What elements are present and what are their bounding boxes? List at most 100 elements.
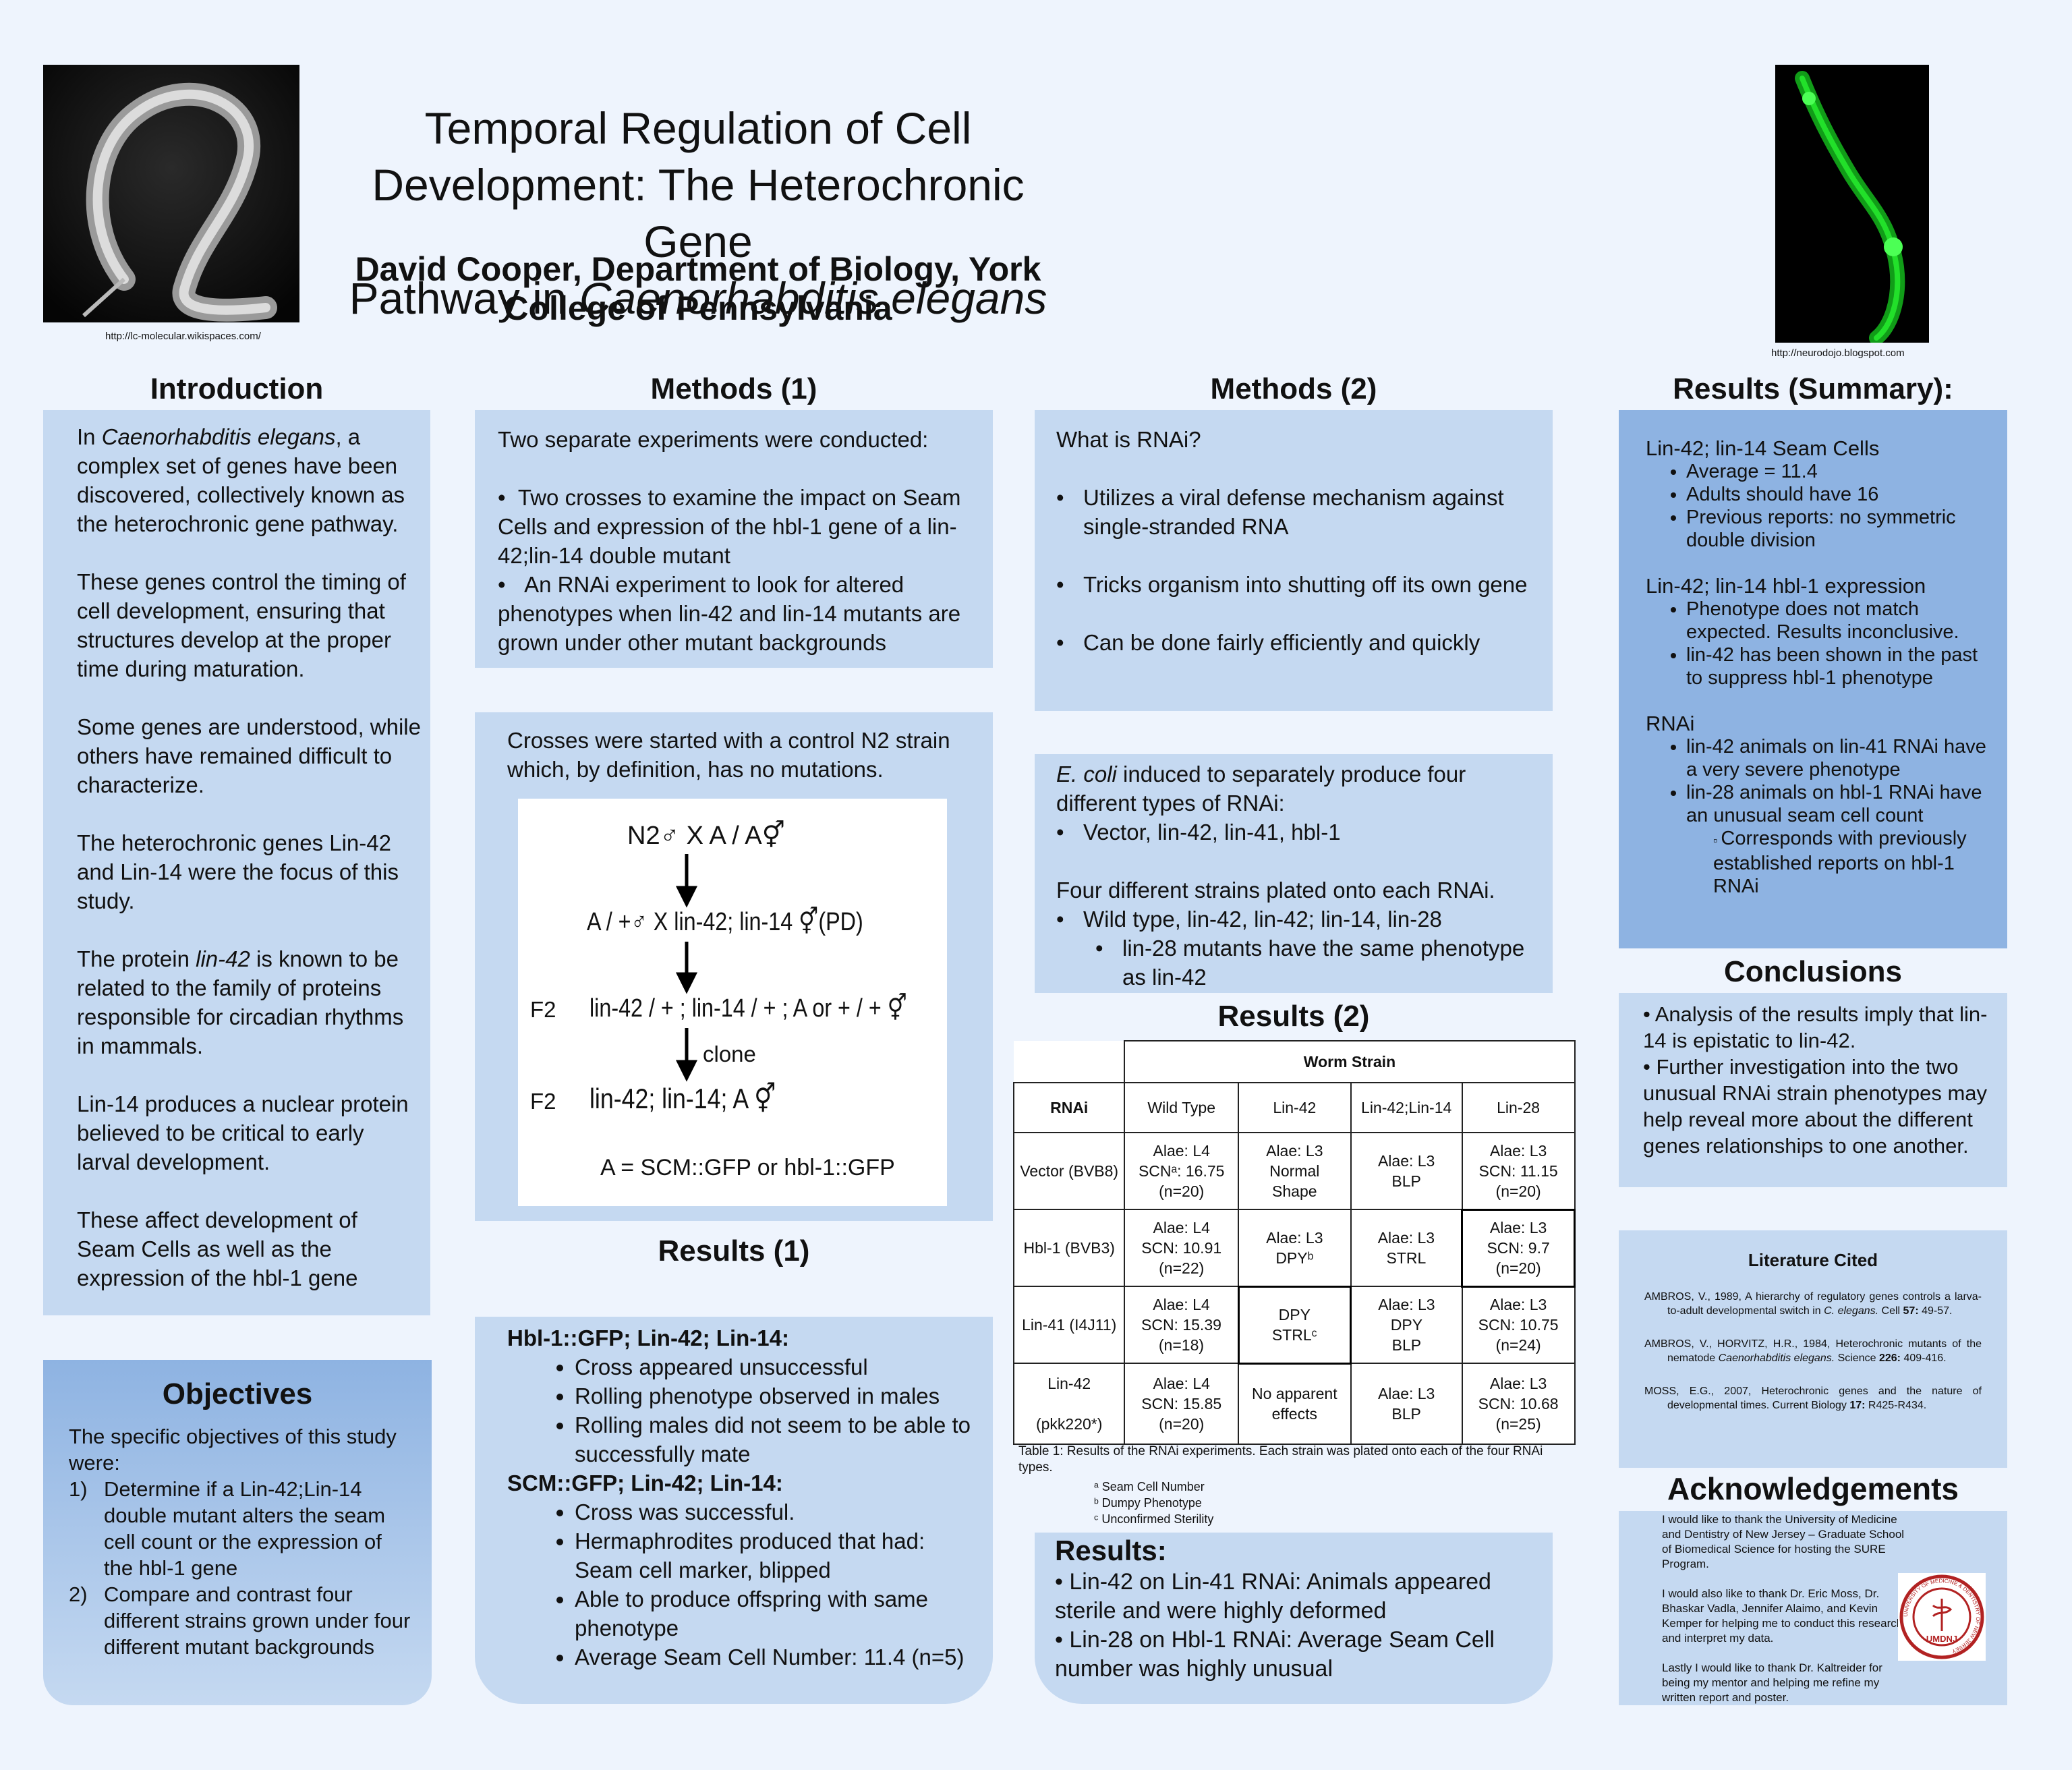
strains-bullet: •Wild type, lin-42, lin-42; lin-14, lin-…: [1056, 907, 1442, 932]
f2-label-1: F2: [530, 997, 556, 1022]
column-header: Lin-42;Lin-14: [1350, 1082, 1463, 1133]
strains-intro: Four different strains plated onto each …: [1056, 878, 1495, 903]
ack-paragraph: I would like to thank the University of …: [1662, 1513, 1905, 1570]
summary-panel: Lin-42; lin-14 Seam Cells Average = 11.4…: [1619, 410, 2007, 948]
conclusions-panel: • Analysis of the results imply that lin…: [1619, 993, 2007, 1187]
table-caption: Table 1: Results of the RNAi experiments…: [1018, 1444, 1543, 1475]
intro-paragraph-5: The protein lin-42 is known to be relate…: [77, 946, 404, 1058]
left-image-credit: http://lc-molecular.wikispaces.com/: [105, 331, 261, 342]
summary-sub-item: Corresponds with previously established …: [1713, 827, 1996, 898]
column-header: Lin-28: [1461, 1082, 1576, 1133]
objectives-panel: Objectives The specific objectives of th…: [43, 1360, 432, 1705]
rnai-cell: Lin-42 (pkk220*): [1012, 1363, 1126, 1445]
results1-group2-title: SCM::GFP; Lin-42; Lin-14:: [507, 1471, 783, 1495]
summary-item: Adults should have 16: [1686, 483, 1996, 506]
rnai-cell: Vector (BVB8): [1012, 1132, 1126, 1210]
citation: MOSS, E.G., 2007, Heterochronic genes an…: [1644, 1386, 1982, 1411]
summary-rnai-title: RNAi: [1646, 712, 1695, 735]
intro-paragraph-1: In Caenorhabditis elegans, a complex set…: [77, 424, 405, 536]
table-corner: [1014, 1041, 1126, 1083]
poster-title: Temporal Regulation of Cell Development:…: [349, 103, 1047, 323]
f2-label-2: F2: [530, 1089, 556, 1114]
acknowledgements-heading: Acknowledgements: [1667, 1471, 1959, 1506]
ecoli-text: E. coli induced to separately produce fo…: [1056, 762, 1466, 816]
column-header: Wild Type: [1124, 1082, 1239, 1133]
introduction-heading: Introduction: [150, 372, 324, 405]
methods1-bullet: • Two crosses to examine the impact on S…: [498, 485, 961, 568]
summary-item: Previous reports: no symmetric double di…: [1686, 506, 1996, 552]
footnote: ᶜ Unconfirmed Sterility: [1094, 1512, 1214, 1526]
results1-item: Average Seam Cell Number: 11.4 (n=5): [575, 1643, 979, 1672]
summary-item: Average = 11.4: [1686, 460, 1996, 483]
intro-paragraph-4: The heterochronic genes Lin-42 and Lin-1…: [77, 830, 399, 913]
rnai-header: RNAi: [1012, 1082, 1126, 1133]
footnote: ᵃ Seam Cell Number: [1094, 1480, 1205, 1493]
gfp-worm-image: [1775, 65, 1929, 343]
methods2-bullet: •Can be done fairly efficiently and quic…: [1056, 630, 1480, 655]
results2-result-item: • Lin-28 on Hbl-1 RNAi: Average Seam Cel…: [1055, 1627, 1495, 1682]
methods1-bullet: • An RNAi experiment to look for altered…: [498, 572, 961, 655]
summary-heading: Results (Summary):: [1673, 372, 1953, 405]
introduction-panel: In Caenorhabditis elegans, a complex set…: [43, 410, 430, 1315]
results1-item: Hermaphrodites produced that had: Seam c…: [575, 1526, 979, 1585]
results2-heading: Results (2): [1217, 1000, 1370, 1033]
cross-line-1: N2♂ X A / A⚥: [627, 822, 785, 850]
methods2-question: What is RNAi?: [1056, 427, 1201, 452]
sem-worm-image: [43, 65, 299, 322]
summary-item: lin-28 animals on hbl-1 RNAi have an unu…: [1686, 781, 1996, 827]
results1-item: Able to produce offspring with same phen…: [575, 1585, 979, 1643]
ack-paragraph: Lastly I would like to thank Dr. Kaltrei…: [1662, 1661, 1882, 1704]
methods1-panel: Two separate experiments were conducted:…: [475, 410, 993, 668]
ecoli-bullet: •Vector, lin-42, lin-41, hbl-1: [1056, 820, 1341, 845]
results1-heading: Results (1): [658, 1234, 810, 1267]
rnai-cell: Lin-41 (I4J11): [1012, 1286, 1126, 1364]
cross-arrows: [675, 854, 698, 1082]
objectives-heading: Objectives: [162, 1377, 313, 1410]
results-table: Worm Strain RNAi Wild Type Lin-42 Lin-42…: [1012, 1040, 1576, 1445]
methods2-heading: Methods (2): [1210, 372, 1377, 405]
cross-intro: Crosses were started with a control N2 s…: [507, 728, 950, 782]
summary-item: lin-42 animals on lin-41 RNAi have a ver…: [1686, 735, 1996, 781]
methods2-bullet: •Utilizes a viral defense mechanism agai…: [1056, 485, 1504, 539]
citation: AMBROS, V., 1989, A hierarchy of regulat…: [1644, 1291, 1982, 1317]
footnote: ᵇ Dumpy Phenotype: [1094, 1496, 1202, 1510]
cross-line-2: A / +♂ X lin-42; lin-14 ⚥(PD): [587, 908, 863, 936]
results2-results-title: Results:: [1055, 1535, 1167, 1566]
ack-paragraph: I would also like to thank Dr. Eric Moss…: [1662, 1587, 1903, 1645]
umdnj-seal: UNIVERSITY OF MEDICINE & DENTISTRY OF NE…: [1898, 1573, 1986, 1661]
rnai-cell: Hbl-1 (BVB3): [1012, 1209, 1126, 1287]
intro-paragraph-3: Some genes are understood, while others …: [77, 714, 421, 797]
column-header: Lin-42: [1238, 1082, 1352, 1133]
conclusion-item: • Further investigation into the two unu…: [1643, 1055, 1988, 1158]
cross-line-4: lin-42; lin-14; A ⚥: [589, 1083, 776, 1114]
seal-text: UMDNJ: [1926, 1634, 1957, 1644]
author-line: David Cooper, Department of Biology, Yor…: [355, 250, 1041, 327]
methods1-intro: Two separate experiments were conducted:: [498, 427, 929, 452]
conclusion-item: • Analysis of the results imply that lin…: [1643, 1002, 1988, 1052]
conclusions-heading: Conclusions: [1723, 955, 1903, 988]
methods1-heading: Methods (1): [650, 372, 817, 405]
objectives-intro: The specific objectives of this study we…: [69, 1425, 397, 1475]
literature-heading: Literature Cited: [1748, 1250, 1878, 1270]
results2-result-item: • Lin-42 on Lin-41 RNAi: Animals appeare…: [1055, 1569, 1491, 1624]
rnai-setup-panel: E. coli induced to separately produce fo…: [1035, 754, 1553, 993]
objective-item: 2) Compare and contrast four different s…: [69, 1582, 411, 1659]
right-image-credit: http://neurodojo.blogspot.com: [1771, 347, 1905, 359]
strains-sub-bullet: •lin-28 mutants have the same phenotype …: [1095, 936, 1525, 990]
